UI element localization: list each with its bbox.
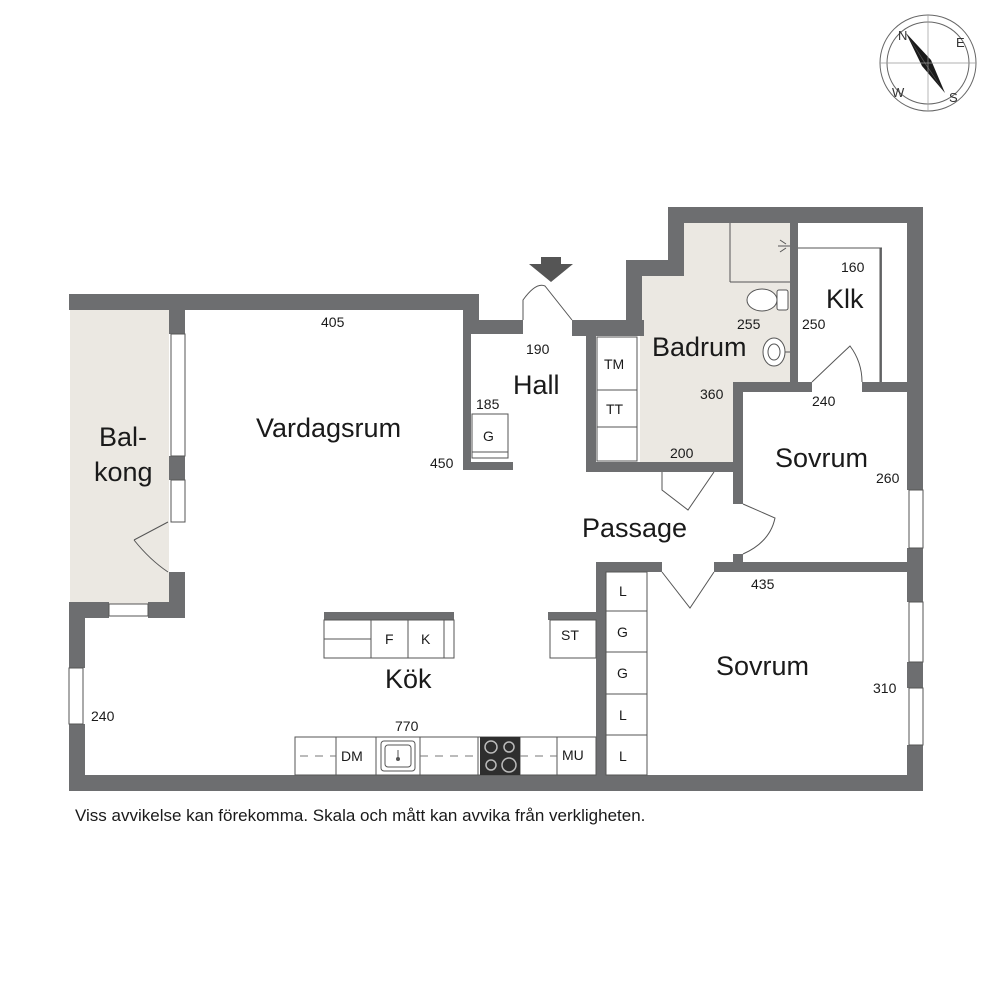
wardrobe-label: L — [619, 748, 627, 764]
room-label-passage: Passage — [582, 513, 687, 543]
dim-badrum-width: 255 — [737, 316, 761, 332]
stove-icon — [480, 737, 520, 775]
doors — [133, 284, 863, 609]
fixture-mu: MU — [562, 747, 584, 763]
dim-badrum-depth: 360 — [700, 386, 724, 402]
interior-lines — [68, 223, 924, 746]
dim-sovrum2-depth: 310 — [873, 680, 897, 696]
entrance-arrow-icon — [529, 257, 573, 282]
room-label-klk: Klk — [826, 284, 864, 314]
wardrobe-label: L — [619, 707, 627, 723]
balcony-floor — [70, 310, 169, 604]
compass-w: W — [892, 85, 905, 100]
dimension-labels: 405 450 190 185 255 360 200 160 250 240 … — [91, 259, 900, 734]
compass-e: E — [956, 35, 965, 50]
kitchen-island — [323, 612, 455, 659]
fixture-st: ST — [561, 627, 579, 643]
fixture-tm: TM — [604, 356, 624, 372]
fixture-island-k: K — [421, 631, 431, 647]
dim-klk-width: 160 — [841, 259, 865, 275]
wardrobe-label: L — [619, 583, 627, 599]
fixture-island-f: F — [385, 631, 394, 647]
dim-sovrum1-width: 240 — [812, 393, 836, 409]
dim-badrum-bottom: 200 — [670, 445, 694, 461]
toilet-icon — [746, 288, 789, 312]
fixture-tt: TT — [606, 401, 624, 417]
wardrobes — [605, 571, 648, 776]
room-label-kok: Kök — [385, 664, 432, 694]
floor-tints — [70, 223, 790, 604]
kitchen-counter — [294, 736, 597, 776]
dim-klk-depth: 250 — [802, 316, 826, 332]
walls — [69, 207, 923, 791]
shower-icon — [778, 239, 790, 253]
bathroom-floor — [640, 223, 790, 465]
disclaimer-note: Viss avvikelse kan förekomma. Skala och … — [75, 806, 646, 825]
room-label-vardagsrum: Vardagsrum — [256, 413, 401, 443]
dim-vardagsrum-width: 405 — [321, 314, 345, 330]
bathroom-fixtures — [746, 239, 790, 367]
room-label-hall: Hall — [513, 370, 560, 400]
room-labels: Bal- kong Vardagsrum Hall Badrum Klk Sov… — [94, 284, 868, 694]
room-label-sovrum-1: Sovrum — [775, 443, 868, 473]
compass-n: N — [898, 28, 907, 43]
dim-sovrum1-depth: 260 — [876, 470, 900, 486]
fixture-labels: G TM TT F K ST DM MU L G G L L — [341, 356, 628, 764]
compass-s: S — [949, 90, 958, 105]
wardrobe-label: G — [617, 624, 628, 640]
room-label-balkong-2: kong — [94, 457, 153, 487]
fixture-hall-g: G — [483, 428, 494, 444]
dim-kok-width: 770 — [395, 718, 419, 734]
sink-icon — [762, 337, 790, 367]
fixture-dm: DM — [341, 748, 363, 764]
room-label-badrum: Badrum — [652, 332, 747, 362]
room-label-sovrum-2: Sovrum — [716, 651, 809, 681]
compass: N E S W — [879, 14, 977, 112]
wardrobe-label: G — [617, 665, 628, 681]
dim-kok-depth: 240 — [91, 708, 115, 724]
dim-vardagsrum-depth: 450 — [430, 455, 454, 471]
dim-hall-width: 190 — [526, 341, 550, 357]
st-cabinet — [548, 612, 597, 659]
room-label-balkong-1: Bal- — [99, 422, 147, 452]
dim-sovrum2-width: 435 — [751, 576, 775, 592]
dim-hall-closet: 185 — [476, 396, 500, 412]
